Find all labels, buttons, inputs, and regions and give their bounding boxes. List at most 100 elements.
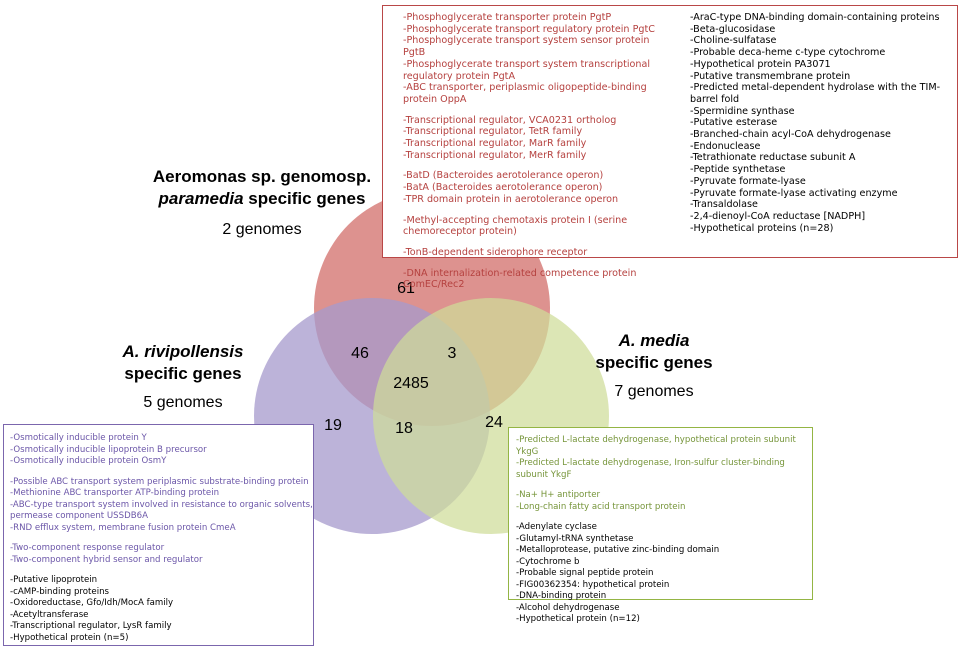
gene-item: -DNA-binding protein — [516, 591, 607, 601]
gene-group: -Na+ H+ antiporter-Long-chain fatty acid… — [516, 490, 812, 513]
media-gene-box: -Predicted L-lactate dehydrogenase, hypo… — [508, 427, 813, 624]
gene-item: -Alcohol dehydrogenase — [516, 602, 620, 613]
gene-item: -Long-chain fatty acid transport protein — [516, 501, 686, 512]
paramedia-gene-box: -Phosphoglycerate transporter protein Pg… — [382, 5, 958, 290]
gene-item: -Probable signal peptide protein — [516, 568, 654, 578]
gene-item: -Hypothetical protein PA3071 — [690, 58, 831, 70]
gene-item: -Methionine ABC transporter ATP-binding … — [10, 488, 220, 498]
gene-item: -TonB-dependent siderophore receptor — [403, 246, 588, 258]
gene-item: -ABC transporter, periplasmic oligopepti… — [403, 82, 647, 105]
label-media-genomes: 7 genomes — [614, 383, 694, 400]
gene-item: -Spermidine synthase — [690, 105, 795, 117]
media-gene-list-colored: -Predicted L-lactate dehydrogenase, hypo… — [516, 435, 812, 513]
rivipollensis-gene-box: -Osmotically inducible protein Y-Osmotic… — [3, 424, 314, 646]
gene-item: -AraC-type DNA-binding domain-containing… — [690, 12, 940, 23]
count-rivipollensis-media: 18 — [395, 420, 413, 437]
gene-item: -Metalloprotease, putative zinc-binding … — [516, 545, 720, 555]
gene-item: -Cytochrome b — [516, 556, 580, 567]
gene-item: -Phosphoglycerate transport system senso… — [403, 35, 650, 59]
gene-item: -Choline-sulfatase — [690, 35, 777, 47]
gene-item: -Hypothetical protein (n=12) — [516, 614, 640, 624]
gene-group: -Phosphoglycerate transporter protein Pg… — [403, 12, 663, 106]
gene-item: -Putative lipoprotein — [10, 575, 98, 585]
gene-item: -Putative esterase — [690, 117, 778, 129]
gene-item: -Possible ABC transport system periplasm… — [10, 476, 309, 487]
gene-item: -Osmotically inducible lipoprotein B pre… — [10, 444, 207, 455]
label-rivipollensis-title: A. rivipollensis — [96, 341, 270, 363]
gene-item: -Tetrathionate reductase subunit A — [690, 152, 856, 164]
gene-item: -Predicted L-lactate dehydrogenase, hypo… — [516, 435, 796, 457]
gene-item: -TPR domain protein in aerotolerance ope… — [403, 193, 619, 205]
gene-item: -Hypothetical proteins (n=28) — [690, 222, 834, 234]
gene-item: -RND efflux system, membrane fusion prot… — [10, 522, 236, 533]
gene-item: -2,4-dienoyl-CoA reductase [NADPH] — [690, 210, 866, 222]
gene-item: -Transcriptional regulator, MerR family — [403, 149, 587, 161]
gene-item: -Two-component response regulator — [10, 543, 165, 553]
label-media: A. media specific genes 7 genomes — [580, 330, 728, 402]
gene-item: -BatD (Bacteroides aerotolerance operon) — [403, 170, 604, 182]
gene-item: -Acetyltransferase — [10, 609, 89, 620]
gene-item: -Putative transmembrane protein — [690, 70, 851, 82]
gene-group: -Two-component response regulator-Two-co… — [10, 543, 313, 566]
gene-item: -Predicted metal-dependent hydrolase wit… — [690, 82, 941, 105]
gene-item: -Transcriptional regulator, LysR family — [10, 621, 172, 631]
label-paramedia-genomes: 2 genomes — [222, 221, 302, 238]
gene-item: -Phosphoglycerate transporter protein Pg… — [403, 12, 612, 23]
gene-item: -Phosphoglycerate transport system trans… — [403, 58, 651, 82]
count-paramedia-media: 3 — [448, 345, 457, 362]
gene-item: -Osmotically inducible protein Y — [10, 433, 147, 443]
gene-item: -Transcriptional regulator, TetR family — [403, 126, 583, 138]
label-rivipollensis-species: A. rivipollensis — [122, 342, 244, 361]
gene-item: -Two-component hybrid sensor and regulat… — [10, 554, 203, 565]
media-gene-list-black: -Adenylate cyclase-Glutamyl-tRNA synthet… — [516, 522, 812, 626]
label-paramedia-species: paramedia — [158, 189, 244, 208]
count-paramedia-rivipollensis: 46 — [351, 345, 369, 362]
gene-item: -Osmotically inducible protein OsmY — [10, 456, 167, 466]
label-paramedia: Aeromonas sp. genomosp. paramedia specif… — [138, 166, 386, 240]
gene-group: -Osmotically inducible protein Y-Osmotic… — [10, 433, 313, 468]
count-paramedia-only: 61 — [397, 280, 415, 297]
gene-group: -Possible ABC transport system periplasm… — [10, 477, 313, 535]
label-media-species: A. media — [618, 331, 690, 350]
gene-item: -Transaldolase — [690, 199, 758, 211]
gene-item: -cAMP-binding proteins — [10, 586, 110, 597]
gene-item: -Pyruvate formate-lyase — [690, 175, 806, 187]
label-paramedia-title-line1: Aeromonas sp. genomosp. — [152, 167, 372, 186]
gene-item: -Hypothetical protein (n=5) — [10, 632, 129, 643]
gene-item: -Glutamyl-tRNA synthetase — [516, 533, 634, 544]
gene-item: -FIG00362354: hypothetical protein — [516, 579, 670, 590]
gene-item: -Endonuclease — [690, 140, 761, 152]
paramedia-gene-list-colored: -Phosphoglycerate transporter protein Pg… — [403, 12, 663, 291]
count-rivipollensis-only: 19 — [324, 417, 342, 434]
gene-group: -DNA internalization-related competence … — [403, 268, 663, 291]
gene-item: -Methyl-accepting chemotaxis protein I (… — [403, 214, 628, 238]
gene-item: -Oxidoreductase, Gfo/Idh/MocA family — [10, 598, 174, 608]
gene-group: -BatD (Bacteroides aerotolerance operon)… — [403, 170, 663, 205]
label-paramedia-suffix: specific genes — [243, 189, 366, 208]
label-paramedia-title-line2: paramedia specific genes — [138, 188, 386, 210]
gene-item: -BatA (Bacteroides aerotolerance operon) — [403, 182, 603, 194]
gene-item: -Transcriptional regulator, MarR family — [403, 138, 587, 150]
label-rivipollensis-subtitle: specific genes — [124, 364, 242, 383]
gene-group: -Transcriptional regulator, VCA0231 orth… — [403, 115, 663, 162]
count-media-only: 24 — [485, 414, 503, 431]
gene-item: -Branched-chain acyl-CoA dehydrogenase — [690, 129, 891, 141]
gene-item: -Beta-glucosidase — [690, 23, 776, 35]
rivipollensis-gene-list-colored: -Osmotically inducible protein Y-Osmotic… — [10, 433, 313, 566]
gene-item: -Na+ H+ antiporter — [516, 490, 601, 500]
rivipollensis-gene-list-black: -Putative lipoprotein-cAMP-binding prote… — [10, 575, 313, 644]
gene-group: -Predicted L-lactate dehydrogenase, hypo… — [516, 435, 812, 481]
paramedia-gene-list-black: -AraC-type DNA-binding domain-containing… — [690, 12, 952, 234]
gene-item: -Predicted L-lactate dehydrogenase, Iron… — [516, 458, 785, 480]
gene-item: -DNA internalization-related competence … — [403, 267, 637, 291]
label-media-title: A. media — [580, 330, 728, 352]
label-media-subtitle: specific genes — [595, 353, 713, 372]
gene-item: -ABC-type transport system involved in r… — [10, 499, 313, 522]
gene-item: -Phosphoglycerate transport regulatory p… — [403, 23, 655, 35]
label-rivipollensis: A. rivipollensis specific genes 5 genome… — [96, 341, 270, 413]
gene-group: -TonB-dependent siderophore receptor — [403, 247, 663, 259]
gene-group: -Methyl-accepting chemotaxis protein I (… — [403, 215, 663, 238]
gene-item: -Pyruvate formate-lyase activating enzym… — [690, 187, 898, 199]
label-rivipollensis-genomes: 5 genomes — [143, 394, 223, 411]
gene-item: -Peptide synthetase — [690, 164, 786, 176]
